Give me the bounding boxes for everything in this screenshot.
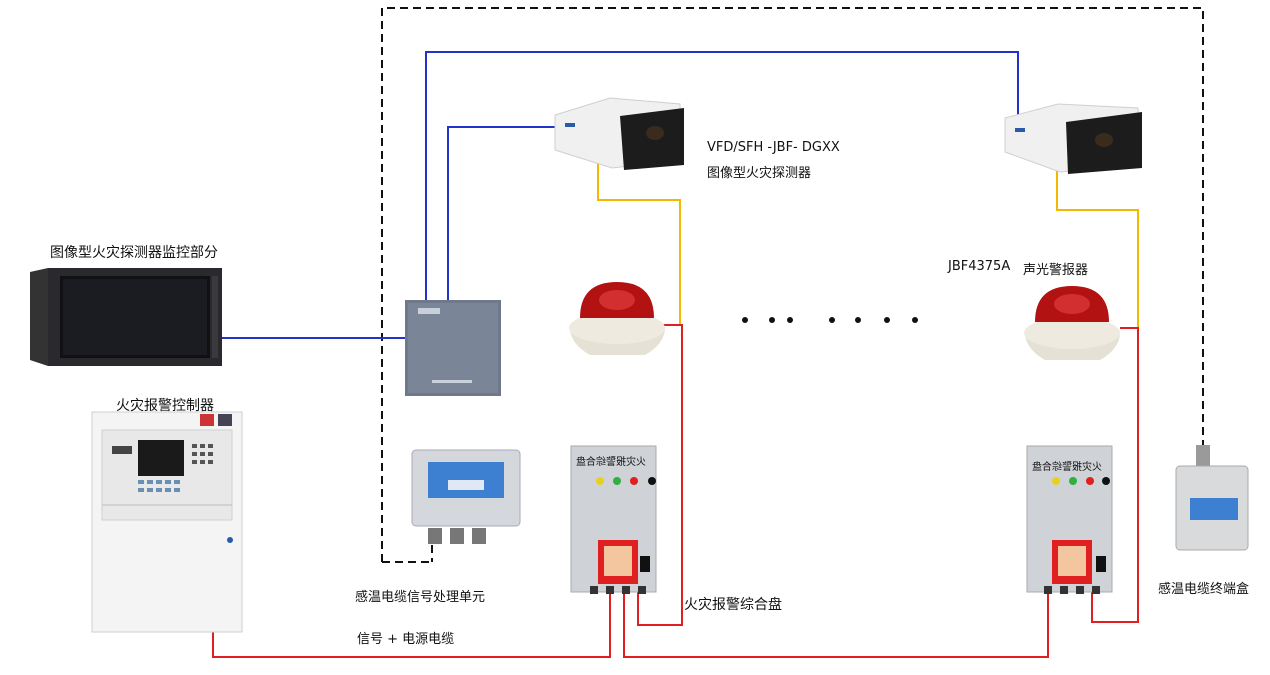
red-cable-panels bbox=[623, 592, 1049, 658]
monitor-part-label: 图像型火灾探测器监控部分 bbox=[50, 245, 218, 261]
blue-cable-camera-left bbox=[447, 126, 555, 300]
ellipsis-dots bbox=[742, 317, 918, 323]
sound-light-alarm-right-icon bbox=[1024, 286, 1120, 360]
panel-name-label: 火灾报警综合盘 bbox=[684, 597, 782, 613]
cable-end-box-label: 感温电缆终端盒 bbox=[1158, 582, 1250, 597]
red-cable-controller bbox=[212, 592, 611, 658]
blue-cable-camera-right bbox=[425, 51, 1019, 300]
yellow-cable-right bbox=[1056, 170, 1139, 340]
red-cable-right-alarm bbox=[1091, 327, 1139, 623]
cable-end-box-icon bbox=[1175, 445, 1249, 551]
dashed-temperature-cable bbox=[381, 7, 1204, 562]
fire-controller-icon bbox=[91, 411, 243, 633]
fire-alarm-panel-right-icon bbox=[1026, 445, 1113, 594]
sound-light-alarm-left-icon bbox=[569, 282, 665, 355]
cable-processor-icon bbox=[411, 449, 521, 544]
panel-plate-left: 火灾报警综合盘 bbox=[576, 457, 646, 468]
cable-processor-label: 感温电缆信号处理单元 bbox=[355, 590, 486, 605]
thermal-camera-right-icon bbox=[1004, 103, 1142, 174]
rack-monitor-icon bbox=[30, 268, 222, 366]
camera-processor-box-icon bbox=[405, 300, 501, 396]
alarm-name-label: 声光警报器 bbox=[1023, 263, 1089, 278]
detector-model-label: VFD/SFH -JBF- DGXX bbox=[707, 140, 840, 155]
panel-plate-right: 火灾报警综合盘 bbox=[1032, 462, 1102, 473]
thermal-camera-left-icon bbox=[554, 97, 684, 170]
alarm-model-label: JBF4375A bbox=[948, 259, 1011, 274]
red-cable-left-alarm bbox=[637, 324, 683, 626]
signal-cable-label: 信号 + 电源电缆 bbox=[357, 632, 455, 647]
fire-alarm-panel-left-icon bbox=[570, 445, 657, 594]
detector-name-label: 图像型火灾探测器 bbox=[707, 166, 812, 181]
fire-controller-label: 火灾报警控制器 bbox=[116, 398, 214, 414]
